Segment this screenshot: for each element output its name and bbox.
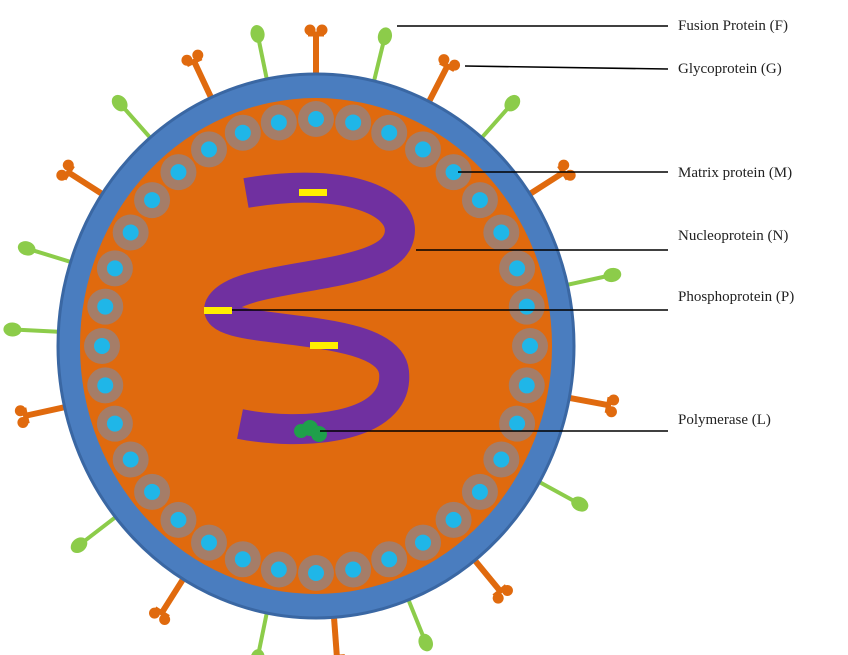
matrix-protein [483,442,519,478]
label-nucleoprotein: Nucleoprotein (N) [678,228,788,244]
matrix-protein [191,131,227,167]
matrix-protein [462,474,498,510]
matrix-protein [134,474,170,510]
matrix-protein [97,250,133,286]
matrix-protein [84,328,120,364]
matrix-protein [87,289,123,325]
label-glycoprotein: Glycoprotein (G) [678,61,782,77]
matrix-protein [335,552,371,588]
phosphoprotein-mark-top [299,189,327,196]
matrix-protein [134,182,170,218]
label-matrix-protein: Matrix protein (M) [678,165,792,181]
matrix-protein [483,215,519,251]
matrix-protein [371,541,407,577]
label-fusion-protein: Fusion Protein (F) [678,18,788,34]
matrix-protein [298,555,334,591]
label-polymerase: Polymerase (L) [678,412,771,428]
matrix-protein [261,552,297,588]
phosphoprotein-mark-left [204,307,232,314]
matrix-protein [298,101,334,137]
matrix-protein [462,182,498,218]
matrix-protein [512,328,548,364]
matrix-protein [509,367,545,403]
matrix-protein [499,406,535,442]
label-group: Fusion Protein (F) Glycoprotein (G) Matr… [678,18,794,428]
matrix-protein [97,406,133,442]
matrix-protein [225,115,261,151]
matrix-protein [87,367,123,403]
matrix-protein [113,215,149,251]
phosphoprotein-mark-middle [310,342,338,349]
matrix-protein [261,104,297,140]
matrix-protein [160,154,196,190]
matrix-protein [160,502,196,538]
matrix-protein [436,502,472,538]
matrix-protein [405,131,441,167]
leader-line-glyco [465,66,668,69]
matrix-protein [405,525,441,561]
matrix-protein [371,115,407,151]
matrix-protein [509,289,545,325]
matrix-protein [335,104,371,140]
matrix-protein [191,525,227,561]
matrix-protein [113,442,149,478]
matrix-protein [225,541,261,577]
matrix-protein [499,250,535,286]
label-phosphoprotein: Phosphoprotein (P) [678,289,794,305]
